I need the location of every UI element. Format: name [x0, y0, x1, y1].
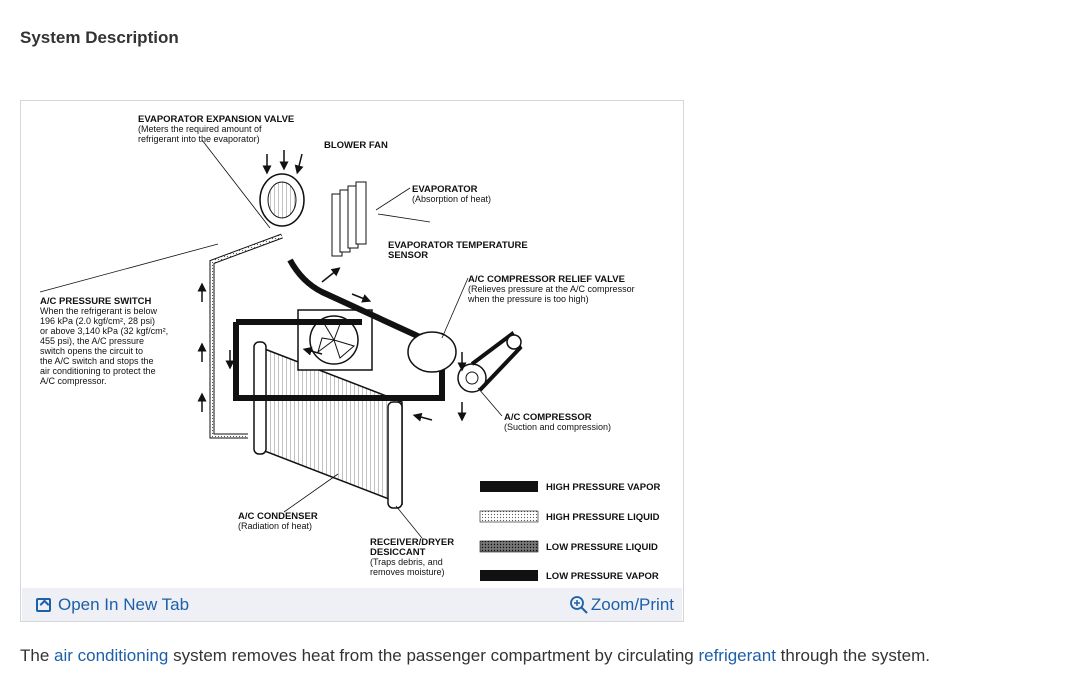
- figure-card: EVAPORATOR EXPANSION VALVE (Meters the r…: [20, 100, 684, 622]
- label-relief-valve: A/C COMPRESSOR RELIEF VALVE: [468, 274, 625, 285]
- legend-swatch-high-pressure-vapor: [480, 481, 538, 492]
- label-pressure-switch-line-3: or above 3,140 kPa (32 kgf/cm²,: [40, 326, 168, 336]
- label-expansion-valve-desc-1: (Meters the required amount of: [138, 124, 262, 134]
- label-pressure-switch-line-8: A/C compressor.: [40, 376, 107, 386]
- compressor-shape: [407, 331, 523, 393]
- body-text-1: The: [20, 646, 55, 665]
- air-conditioning-link[interactable]: air conditioning: [54, 646, 169, 665]
- legend-swatch-low-pressure-liquid: [479, 540, 539, 553]
- legend-label-low-pressure-vapor: LOW PRESSURE VAPOR: [546, 571, 659, 582]
- label-pressure-switch-line-7: air conditioning to protect the: [40, 366, 156, 376]
- label-relief-valve-desc-1: (Relieves pressure at the A/C compressor: [468, 284, 635, 294]
- open-in-new-tab-label: Open In New Tab: [58, 595, 190, 614]
- label-expansion-valve: EVAPORATOR EXPANSION VALVE: [138, 114, 294, 125]
- label-pressure-switch: A/C PRESSURE SWITCH: [40, 296, 152, 307]
- label-evaporator: EVAPORATOR: [412, 184, 478, 195]
- figure-footer: Open In New Tab Zoom/Print: [22, 588, 682, 621]
- label-compressor: A/C COMPRESSOR: [504, 412, 592, 423]
- zoom-print-link[interactable]: Zoom/Print: [569, 595, 674, 615]
- label-expansion-valve-desc-2: refrigerant into the evaporator): [138, 134, 260, 144]
- section-title: System Description: [20, 28, 179, 47]
- label-receiver-1: RECEIVER/DRYER: [370, 537, 454, 548]
- label-evaporator-desc: (Absorption of heat): [412, 194, 491, 204]
- label-pressure-switch-line-4: 455 psi), the A/C pressure: [40, 336, 144, 346]
- legend-swatch-high-pressure-liquid: [479, 510, 539, 523]
- body-text-2: system removes heat from the passenger c…: [168, 646, 699, 665]
- body-text-3: through the system.: [775, 646, 930, 665]
- label-pressure-switch-line-6: the A/C switch and stops the: [40, 356, 154, 366]
- label-blower-fan: BLOWER FAN: [324, 140, 388, 151]
- legend-label-high-pressure-vapor: HIGH PRESSURE VAPOR: [546, 482, 661, 493]
- refrigerant-link[interactable]: refrigerant: [698, 646, 776, 665]
- legend-swatch-low-pressure-vapor: [480, 570, 538, 581]
- label-evap-temp-sensor-2: SENSOR: [388, 250, 428, 261]
- open-in-new-tab-link[interactable]: Open In New Tab: [36, 595, 189, 615]
- label-compressor-desc: (Suction and compression): [504, 422, 611, 432]
- label-condenser-desc: (Radiation of heat): [238, 521, 312, 531]
- external-link-icon: [36, 598, 51, 612]
- description-paragraph: The air conditioning system removes heat…: [20, 646, 930, 666]
- label-pressure-switch-line-5: switch opens the circuit to: [40, 346, 143, 356]
- label-pressure-switch-line-1: When the refrigerant is below: [40, 306, 158, 316]
- label-condenser: A/C CONDENSER: [238, 511, 318, 522]
- blower-fan-shape: [259, 173, 305, 227]
- legend-label-low-pressure-liquid: LOW PRESSURE LIQUID: [546, 542, 658, 553]
- label-relief-valve-desc-2: when the pressure is too high): [467, 294, 589, 304]
- label-receiver-desc-1: (Traps debris, and: [370, 557, 443, 567]
- zoom-in-icon: [569, 596, 588, 614]
- zoom-print-label: Zoom/Print: [590, 595, 674, 614]
- legend-label-high-pressure-liquid: HIGH PRESSURE LIQUID: [546, 512, 660, 523]
- label-pressure-switch-line-2: 196 kPa (2.0 kgf/cm², 28 psi): [40, 316, 155, 326]
- legend: HIGH PRESSURE VAPOR HIGH PRESSURE LIQUID…: [479, 481, 661, 582]
- evaporator-shape: [331, 181, 367, 257]
- ac-system-diagram[interactable]: EVAPORATOR EXPANSION VALVE (Meters the r…: [22, 102, 682, 588]
- label-evap-temp-sensor-1: EVAPORATOR TEMPERATURE: [388, 240, 528, 251]
- label-receiver-desc-2: removes moisture): [370, 567, 445, 577]
- label-receiver-2: DESICCANT: [370, 547, 426, 558]
